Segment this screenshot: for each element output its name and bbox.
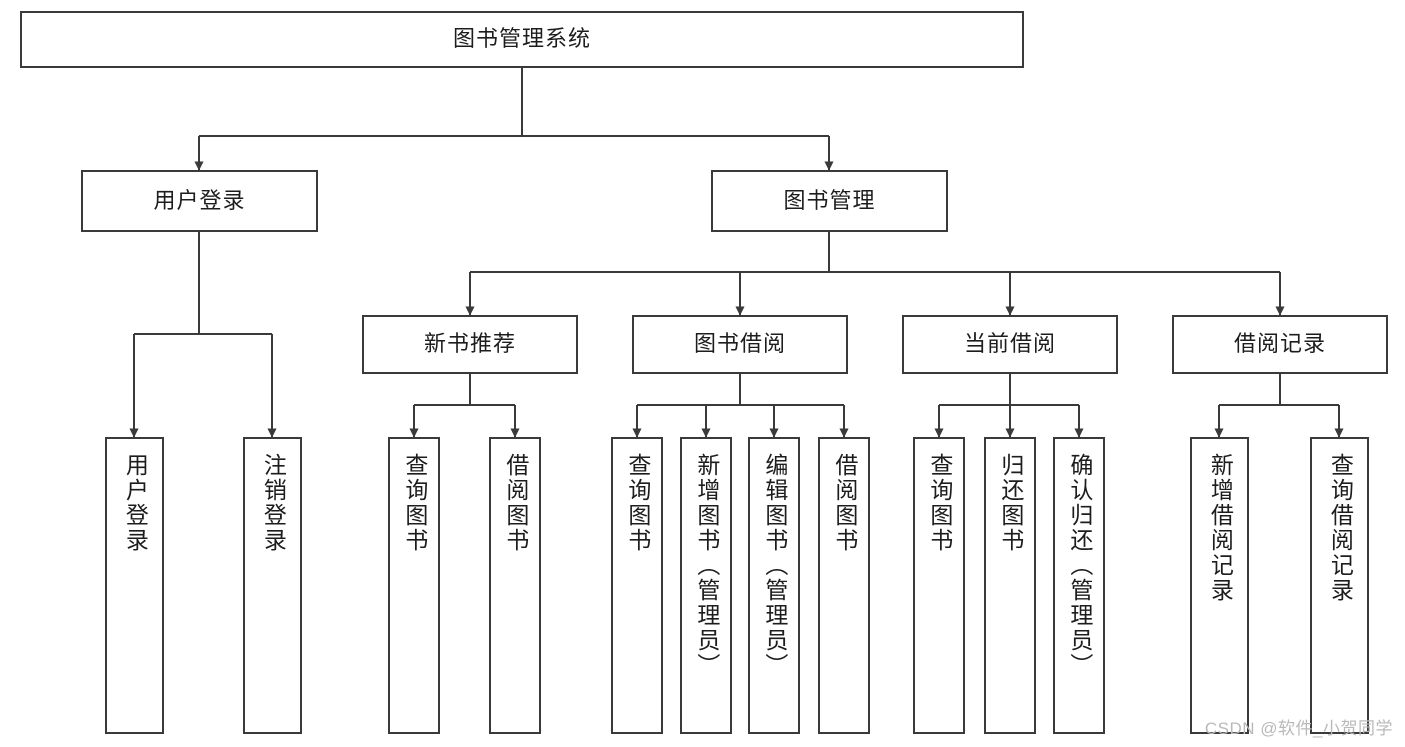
node-level2-3[interactable]: 借阅记录: [1172, 315, 1388, 374]
node-label: 用户登录: [122, 453, 149, 553]
node-label: 确认归还（管理员）: [1066, 453, 1093, 678]
node-label: 编辑图书（管理员）: [761, 453, 788, 678]
node-label: 当前借阅: [963, 331, 1056, 357]
node-leaf-1[interactable]: 注销登录: [243, 437, 302, 734]
node-label: 借阅图书: [502, 453, 529, 553]
node-leaf-9[interactable]: 归还图书: [984, 437, 1036, 734]
node-leaf-2[interactable]: 查询图书: [388, 437, 440, 734]
node-label: 归还图书: [997, 453, 1024, 553]
node-level1-1[interactable]: 图书管理: [711, 170, 948, 232]
node-leaf-5[interactable]: 新增图书（管理员）: [680, 437, 732, 734]
node-leaf-10[interactable]: 确认归还（管理员）: [1053, 437, 1105, 734]
node-leaf-4[interactable]: 查询图书: [611, 437, 663, 734]
node-root[interactable]: 图书管理系统: [20, 11, 1024, 68]
node-label: 注销登录: [260, 453, 287, 553]
node-level2-0[interactable]: 新书推荐: [362, 315, 578, 374]
node-leaf-7[interactable]: 借阅图书: [818, 437, 870, 734]
node-label: 查询借阅记录: [1327, 453, 1354, 603]
node-label: 借阅记录: [1233, 331, 1326, 357]
node-level2-2[interactable]: 当前借阅: [902, 315, 1118, 374]
node-label: 查询图书: [926, 453, 953, 553]
node-level2-1[interactable]: 图书借阅: [632, 315, 848, 374]
node-leaf-8[interactable]: 查询图书: [913, 437, 965, 734]
node-label: 图书借阅: [693, 331, 786, 357]
node-label: 新增借阅记录: [1207, 453, 1234, 603]
node-leaf-6[interactable]: 编辑图书（管理员）: [748, 437, 800, 734]
node-label: 用户登录: [153, 187, 246, 213]
node-level1-0[interactable]: 用户登录: [81, 170, 318, 232]
node-label: 借阅图书: [831, 453, 858, 553]
node-label: 查询图书: [624, 453, 651, 553]
node-label: 查询图书: [401, 453, 428, 553]
node-leaf-12[interactable]: 查询借阅记录: [1310, 437, 1369, 734]
node-leaf-3[interactable]: 借阅图书: [489, 437, 541, 734]
node-label: 图书管理系统: [452, 26, 591, 52]
node-leaf-11[interactable]: 新增借阅记录: [1190, 437, 1249, 734]
node-label: 新增图书（管理员）: [693, 453, 720, 678]
node-label: 图书管理: [783, 187, 876, 213]
node-label: 新书推荐: [423, 331, 516, 357]
node-leaf-0[interactable]: 用户登录: [105, 437, 164, 734]
